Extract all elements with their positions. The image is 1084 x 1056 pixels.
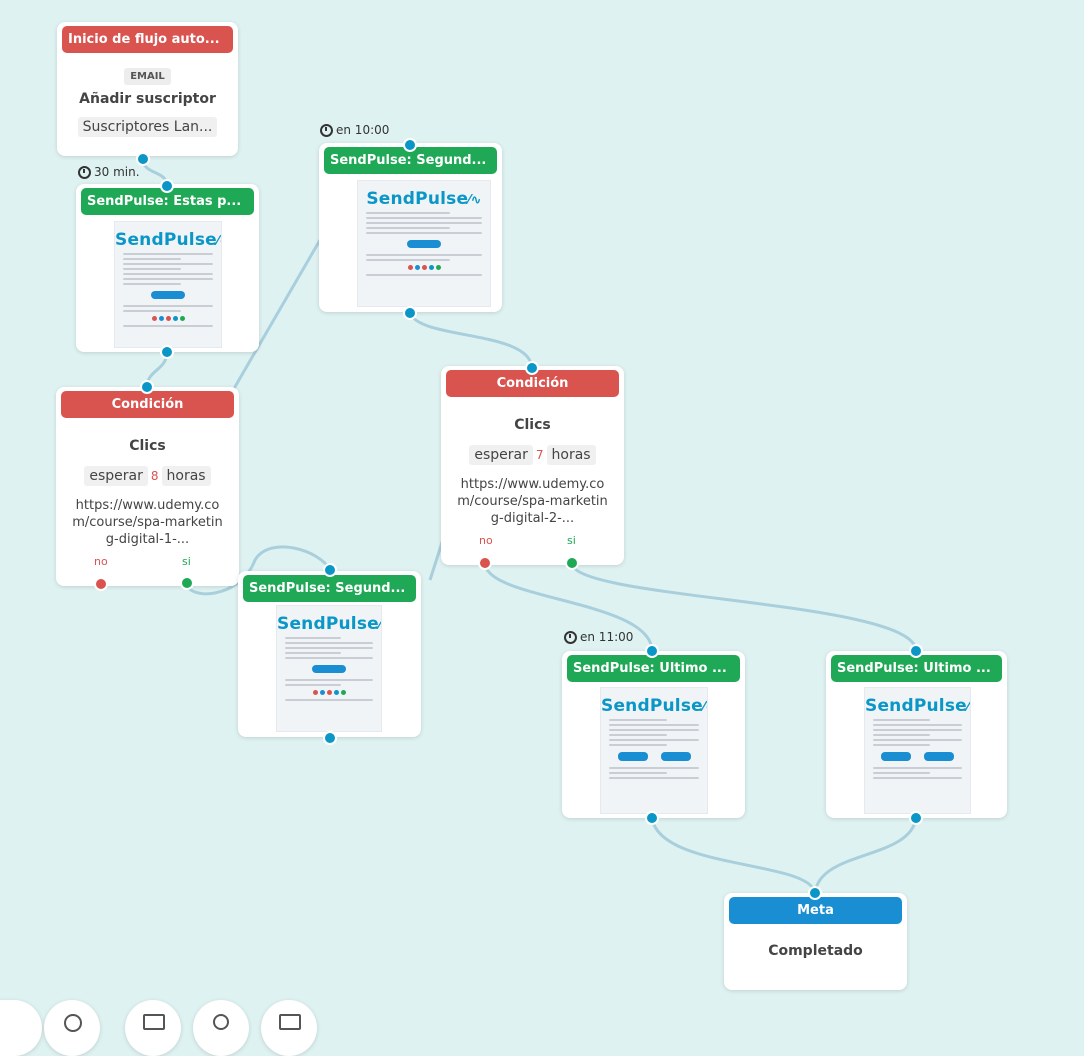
- email-node-header: SendPulse: Ultimo ...: [831, 655, 1002, 682]
- delay-label-3: en 11:00: [564, 630, 633, 644]
- brand-logo: SendPulse⁄∿: [366, 189, 482, 209]
- delay-label-1: 30 min.: [78, 165, 140, 179]
- condition-header: Condición: [61, 391, 234, 418]
- branch-no-label: no: [479, 534, 493, 547]
- email-node-2[interactable]: SendPulse: Segund... SendPulse⁄∿: [319, 143, 502, 312]
- clock-icon: [78, 165, 91, 179]
- email-node-header: SendPulse: Segund...: [243, 575, 416, 602]
- brand-logo: SendPulse⁄∿: [115, 230, 221, 250]
- input-port[interactable]: [645, 644, 659, 658]
- input-port[interactable]: [323, 563, 337, 577]
- email-badge: EMAIL: [124, 68, 171, 85]
- input-port[interactable]: [808, 886, 822, 900]
- email-preview: SendPulse⁄∿: [276, 605, 382, 732]
- branch-yes-label: si: [182, 555, 191, 568]
- trigger-title: Añadir suscriptor: [79, 91, 216, 107]
- flow-start-header: Inicio de flujo auto...: [62, 26, 233, 53]
- settings-button[interactable]: [193, 1000, 249, 1056]
- output-port[interactable]: [645, 811, 659, 825]
- output-port[interactable]: [323, 731, 337, 745]
- wait-unit: horas: [161, 466, 211, 486]
- email-preview: SendPulse⁄∿: [357, 180, 491, 307]
- email-preview: SendPulse⁄∿: [864, 687, 971, 814]
- gear-icon: [213, 1014, 229, 1030]
- brand-logo: SendPulse⁄∿: [865, 696, 970, 716]
- condition-title: Clics: [129, 438, 166, 454]
- wire: [230, 239, 322, 393]
- email-node-3[interactable]: SendPulse: Segund... SendPulse⁄∿: [238, 571, 421, 737]
- wire: [408, 312, 534, 369]
- email-node-1[interactable]: SendPulse: Estas p... SendPulse⁄∿: [76, 184, 259, 352]
- email-preview: SendPulse⁄∿: [600, 687, 708, 814]
- goal-status: Completado: [768, 943, 863, 959]
- wait-value: 8: [150, 469, 159, 483]
- delay-label-2: en 10:00: [320, 123, 389, 137]
- branch-no-port[interactable]: [94, 577, 108, 591]
- branch-yes-label: si: [567, 534, 576, 547]
- wire: [650, 817, 817, 894]
- flow-connections: [141, 158, 918, 894]
- output-port[interactable]: [909, 811, 923, 825]
- email-node-4[interactable]: SendPulse: Ultimo ... SendPulse⁄∿: [562, 651, 745, 818]
- condition-title: Clics: [514, 417, 551, 433]
- map-button[interactable]: [125, 1000, 181, 1056]
- wait-label: esperar: [469, 445, 533, 465]
- output-port[interactable]: [160, 345, 174, 359]
- subscriber-list: Suscriptores Lan...: [77, 117, 218, 137]
- input-port[interactable]: [525, 361, 539, 375]
- email-node-5[interactable]: SendPulse: Ultimo ... SendPulse⁄∿: [826, 651, 1007, 818]
- brand-logo: SendPulse⁄∿: [277, 614, 382, 634]
- input-port[interactable]: [140, 380, 154, 394]
- map-icon: [143, 1014, 165, 1030]
- branch-yes-port[interactable]: [180, 576, 194, 590]
- branch-yes-port[interactable]: [565, 556, 579, 570]
- input-port[interactable]: [160, 179, 174, 193]
- output-port[interactable]: [403, 306, 417, 320]
- search-icon: [64, 1014, 82, 1032]
- wire: [813, 817, 918, 894]
- wire: [185, 545, 332, 596]
- clock-icon: [320, 123, 333, 137]
- brand-logo: SendPulse⁄∿: [601, 696, 707, 716]
- input-port[interactable]: [403, 138, 417, 152]
- branch-no-port[interactable]: [478, 556, 492, 570]
- wire: [483, 562, 654, 652]
- goal-node[interactable]: Meta Completado: [724, 893, 907, 990]
- output-port[interactable]: [136, 152, 150, 166]
- flow-start-node[interactable]: Inicio de flujo auto... EMAIL Añadir sus…: [57, 22, 238, 156]
- wait-label: esperar: [84, 466, 148, 486]
- condition-url: https://www.udemy.com/course/spa-marketi…: [457, 477, 608, 526]
- branch-no-label: no: [94, 555, 108, 568]
- wait-unit: horas: [546, 445, 596, 465]
- goal-header: Meta: [729, 897, 902, 924]
- wire: [570, 562, 918, 652]
- input-port[interactable]: [909, 644, 923, 658]
- wait-value: 7: [535, 448, 544, 462]
- email-preview: SendPulse⁄∿: [114, 221, 222, 348]
- layout-button[interactable]: [261, 1000, 317, 1056]
- zoom-button[interactable]: [44, 1000, 100, 1056]
- clock-icon: [564, 630, 577, 644]
- layout-icon: [279, 1014, 301, 1030]
- email-node-header: SendPulse: Ultimo ...: [567, 655, 740, 682]
- condition-url: https://www.udemy.com/course/spa-marketi…: [72, 498, 223, 547]
